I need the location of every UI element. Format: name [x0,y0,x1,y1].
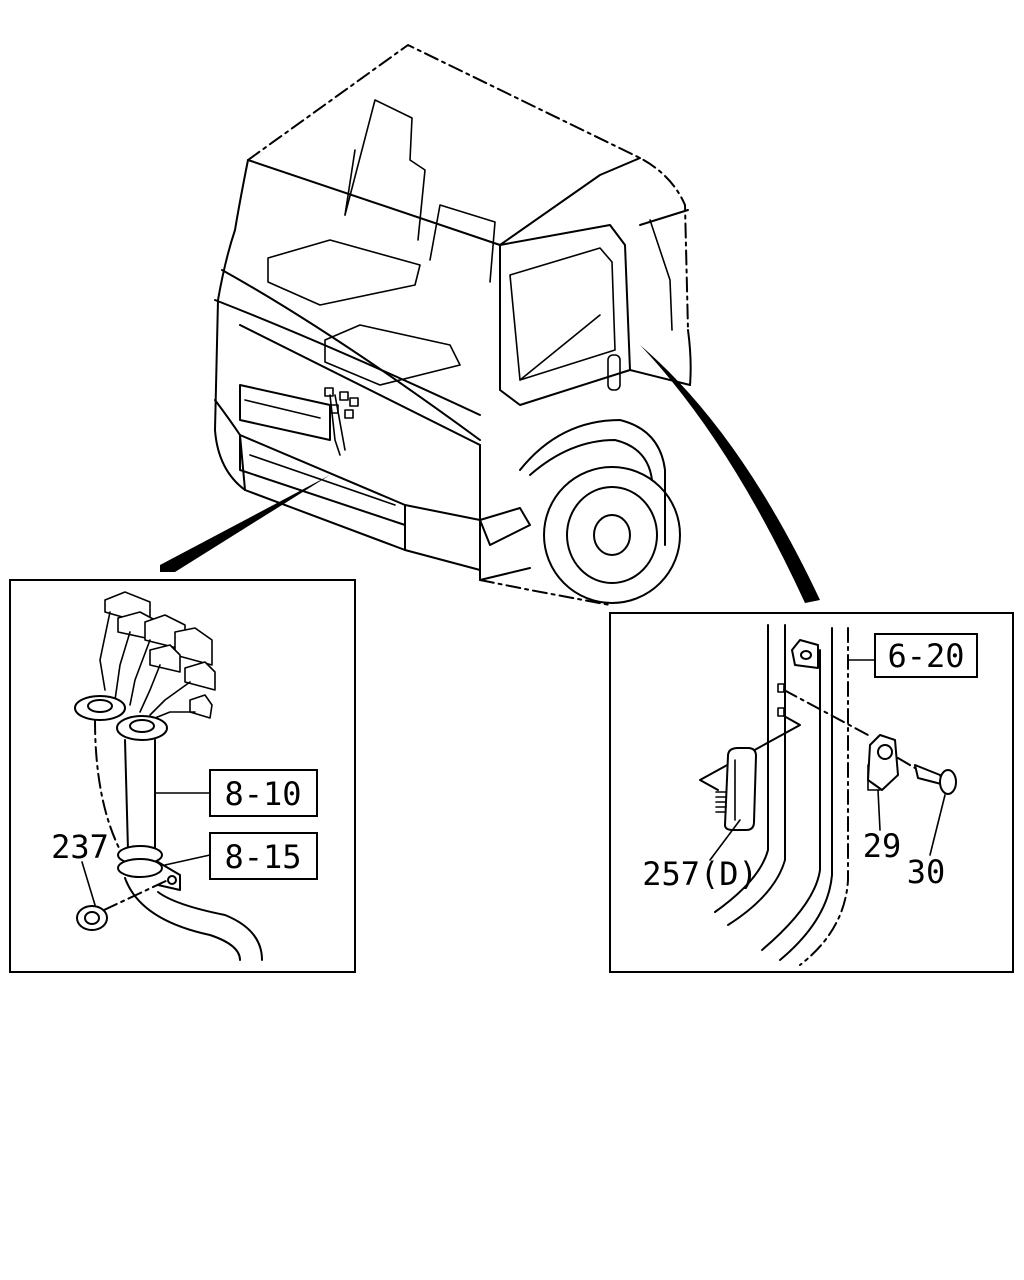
ref-box-8-15 [209,832,318,880]
front-harness-small [324,387,359,456]
truck-cab-illustration [160,44,820,606]
ref-box-6-20 [874,633,978,678]
part-label-237: 237 [51,828,109,866]
screw-30 [897,757,957,795]
door-switch-29 [867,734,899,791]
ref-label-8-15: 8-15 [224,838,301,876]
part-label-29: 29 [863,827,902,865]
part-label-30: 30 [907,853,946,891]
nut-237 [76,905,108,931]
connector-cluster [99,591,216,719]
ref-box-8-10 [209,769,318,817]
connector-257d [715,747,757,831]
part-label-257d: 257(D) [642,855,758,893]
ref-label-6-20: 6-20 [887,637,964,675]
ref-label-8-10: 8-10 [224,775,301,813]
